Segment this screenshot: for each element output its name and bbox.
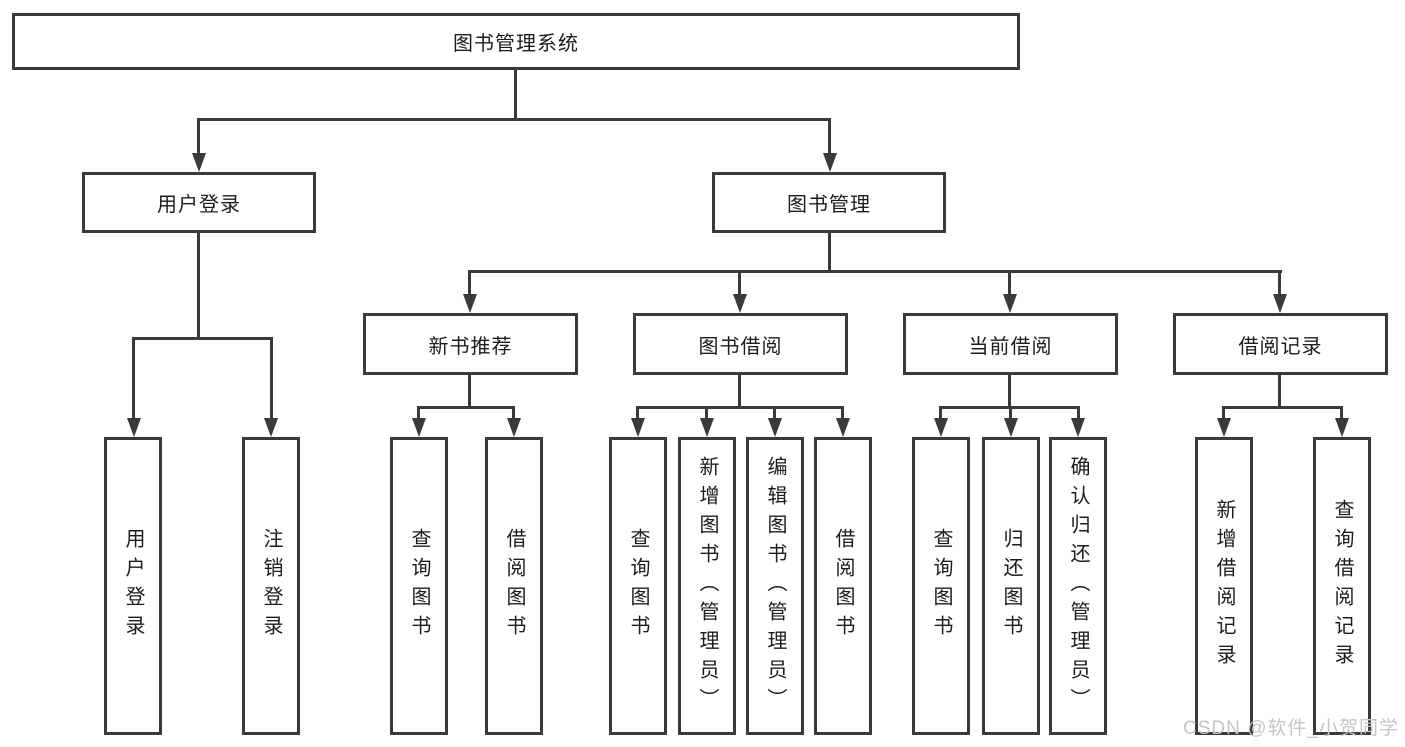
- node-label: 新书推荐: [428, 335, 513, 358]
- node-current-borrowing: 当前借阅: [903, 313, 1118, 375]
- arrowhead-down-icon: [823, 153, 837, 172]
- connector-vline: [197, 118, 200, 154]
- arrowhead-down-icon: [264, 418, 278, 437]
- leaf-borrow-books-recommend: 借阅图书: [485, 437, 543, 735]
- leaf-label: 新增图书（管理员）: [696, 455, 718, 717]
- arrowhead-down-icon: [507, 418, 521, 437]
- connector-hline: [197, 118, 831, 121]
- arrowhead-down-icon: [1335, 418, 1349, 437]
- node-label: 借阅记录: [1238, 335, 1323, 358]
- leaf-label: 借阅图书: [832, 528, 854, 644]
- leaf-query-borrow-record: 查询借阅记录: [1313, 437, 1371, 735]
- node-label: 图书借阅: [698, 335, 783, 358]
- connector-vline: [1278, 375, 1281, 408]
- leaf-label: 新增借阅记录: [1213, 499, 1235, 673]
- leaf-label: 借阅图书: [503, 528, 525, 644]
- connector-vline: [828, 233, 831, 272]
- leaf-user-login: 用户登录: [104, 437, 162, 735]
- connector-vline: [132, 337, 135, 418]
- connector-hline: [1222, 406, 1343, 409]
- connector-vline: [468, 270, 471, 295]
- arrowhead-down-icon: [768, 418, 782, 437]
- connector-vline: [1008, 375, 1011, 408]
- leaf-label: 确认归还（管理员）: [1067, 455, 1089, 717]
- csdn-watermark: CSDN @软件_小贺同学: [1183, 718, 1399, 739]
- arrowhead-down-icon: [631, 418, 645, 437]
- arrowhead-down-icon: [1217, 418, 1231, 437]
- connector-vline: [1008, 270, 1011, 295]
- connector-vline: [705, 406, 708, 418]
- connector-vline: [773, 406, 776, 418]
- connector-vline: [1340, 406, 1343, 418]
- leaf-label: 注销登录: [260, 528, 282, 644]
- arrowhead-down-icon: [700, 418, 714, 437]
- connector-hline: [468, 270, 1282, 273]
- connector-vline: [1009, 406, 1012, 418]
- node-borrowing-records: 借阅记录: [1173, 313, 1388, 375]
- connector-hline: [417, 406, 515, 409]
- arrowhead-down-icon: [192, 153, 206, 172]
- connector-hline: [636, 406, 844, 409]
- leaf-label: 编辑图书（管理员）: [764, 455, 786, 717]
- node-label: 图书管理: [787, 194, 871, 216]
- leaf-label: 查询借阅记录: [1331, 499, 1353, 673]
- node-label: 当前借阅: [968, 335, 1053, 358]
- leaf-query-books-borrowing: 查询图书: [609, 437, 667, 735]
- connector-vline: [270, 337, 273, 418]
- leaf-label: 归还图书: [1000, 528, 1022, 644]
- leaf-label: 查询图书: [930, 528, 952, 644]
- leaf-add-borrow-record: 新增借阅记录: [1195, 437, 1253, 735]
- connector-vline: [417, 406, 420, 418]
- leaf-query-books-recommend: 查询图书: [390, 437, 448, 735]
- connector-vline: [1278, 270, 1281, 295]
- arrowhead-down-icon: [733, 294, 747, 313]
- arrowhead-down-icon: [1004, 418, 1018, 437]
- leaf-edit-books-admin: 编辑图书（管理员）: [746, 437, 804, 735]
- connector-vline: [468, 375, 471, 408]
- node-book-borrowing: 图书借阅: [633, 313, 848, 375]
- connector-vline: [197, 233, 200, 340]
- connector-vline: [738, 270, 741, 295]
- arrowhead-down-icon: [412, 418, 426, 437]
- arrowhead-down-icon: [463, 294, 477, 313]
- leaf-logout-login: 注销登录: [242, 437, 300, 735]
- connector-vline: [1222, 406, 1225, 418]
- leaf-borrow-books-borrowing: 借阅图书: [814, 437, 872, 735]
- arrowhead-down-icon: [1071, 418, 1085, 437]
- arrowhead-down-icon: [1003, 294, 1017, 313]
- leaf-label: 查询图书: [408, 528, 430, 644]
- leaf-query-books-current: 查询图书: [912, 437, 970, 735]
- connector-vline: [512, 406, 515, 418]
- node-label: 用户登录: [157, 194, 241, 216]
- connector-vline: [939, 406, 942, 418]
- connector-vline: [738, 375, 741, 408]
- node-library-management-system: 图书管理系统: [12, 13, 1020, 70]
- leaf-add-books-admin: 新增图书（管理员）: [678, 437, 736, 735]
- connector-vline: [841, 406, 844, 418]
- node-book-management: 图书管理: [712, 172, 946, 233]
- node-label: 图书管理系统: [453, 33, 579, 55]
- arrowhead-down-icon: [836, 418, 850, 437]
- connector-vline: [828, 118, 831, 154]
- node-user-login: 用户登录: [82, 172, 316, 233]
- arrowhead-down-icon: [934, 418, 948, 437]
- leaf-label: 查询图书: [627, 528, 649, 644]
- leaf-label: 用户登录: [122, 528, 144, 644]
- leaf-confirm-return-admin: 确认归还（管理员）: [1049, 437, 1107, 735]
- node-new-book-recommendation: 新书推荐: [363, 313, 578, 375]
- connector-vline: [514, 70, 517, 120]
- arrowhead-down-icon: [1273, 294, 1287, 313]
- connector-vline: [1077, 406, 1080, 418]
- leaf-return-books: 归还图书: [982, 437, 1040, 735]
- connector-hline: [132, 337, 273, 340]
- arrowhead-down-icon: [127, 418, 141, 437]
- connector-vline: [636, 406, 639, 418]
